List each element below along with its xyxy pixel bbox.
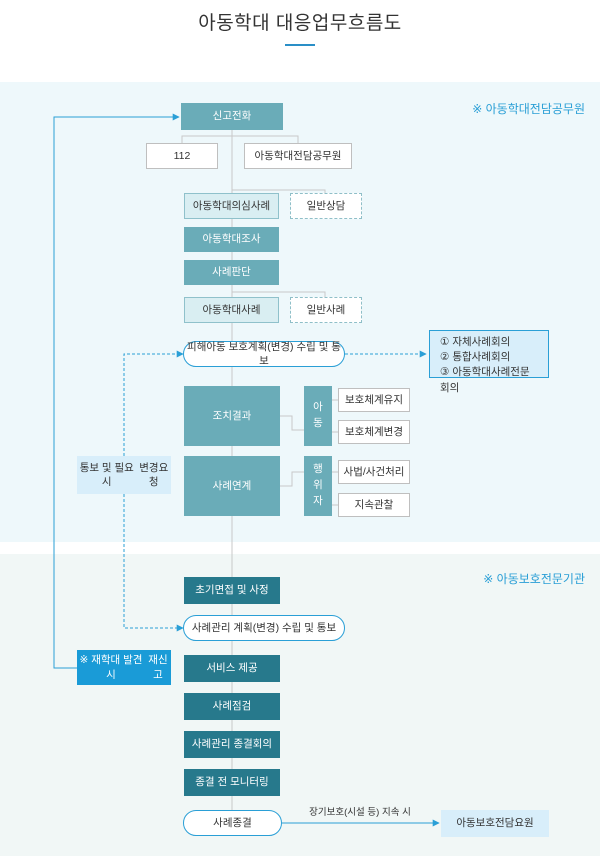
protection-plan-pill: 피해아동 보호계획(변경) 수립 및 통보 [183,341,345,367]
meetings-box: ① 자체사례회의 ② 통합사례회의 ③ 아동학대사례전문회의 [429,330,549,394]
protect-keep-box: 보호체계유지 [338,388,410,412]
suspected-case-box: 아동학대의심사례 [184,193,279,219]
service-box: 서비스 제공 [184,655,280,682]
action-result-box: 조치결과 [184,386,280,446]
reabuse-report-line: ※ 재학대 발견 시 [79,654,143,681]
case-check-box: 사례점검 [184,693,280,720]
notify-change-line: 변경요청 [139,461,169,488]
closing-meeting-box: 사례관리 종결회의 [184,731,280,758]
perpetrator-label-char: 자 [313,494,323,507]
investigation-box: 아동학대조사 [184,227,279,252]
case-judgment-box: 사례판단 [184,260,279,285]
judicial-box: 사법/사건처리 [338,460,410,484]
abuse-case-box: 아동학대사례 [184,297,279,323]
case-closed-pill: 사례종결 [183,810,282,836]
case-link-box: 사례연계 [184,456,280,516]
perpetrator-label-char: 행 [313,463,323,476]
child-label-char: 동 [313,417,323,429]
child-label-char: 아 [313,401,323,414]
agency-staff-box: 아동보호전담요원 [441,810,549,837]
ongoing-watch-box: 지속관찰 [338,493,410,517]
perpetrator-label-char: 위 [313,479,323,492]
case-mgmt-plan-pill: 사례관리 계획(변경) 수립 및 통보 [183,615,345,641]
meeting-item: ② 통합사례회의 [440,351,511,364]
meeting-item: ① 자체사례회의 [440,336,511,348]
long-term-note: 장기보호(시설 등) 지속 시 [309,806,411,818]
report-call-box: 신고전화 [181,103,283,130]
child-label-box: 아 동 [304,386,332,446]
officer-box: 아동학대전담공무원 [244,143,352,169]
notify-change-box: 통보 및 필요 시 변경요청 [77,456,171,494]
initial-interview-box: 초기면접 및 사정 [184,577,280,604]
number-112-box: 112 [146,143,218,169]
general-case-box: 일반사례 [290,297,362,323]
agency-zone-label: ※ 아동보호전문기관 [483,572,585,586]
general-consult-box: 일반상담 [290,193,362,219]
title-underline [285,44,315,46]
notify-change-line: 통보 및 필요 시 [79,461,134,488]
reabuse-report-box: ※ 재학대 발견 시 재신고 [77,650,171,685]
reabuse-report-line: 재신고 [148,654,168,681]
protect-change-box: 보호체계변경 [338,420,410,444]
agency-zone [0,554,600,856]
page-title: 아동학대 대응업무흐름도 [198,13,402,34]
officer-zone-label: ※ 아동학대전담공무원 [472,102,585,116]
pre-closure-monitor-box: 종결 전 모니터링 [184,769,280,796]
meeting-item: ③ 아동학대사례전문회의 [440,366,530,394]
perpetrator-label-box: 행 위 자 [304,456,332,516]
